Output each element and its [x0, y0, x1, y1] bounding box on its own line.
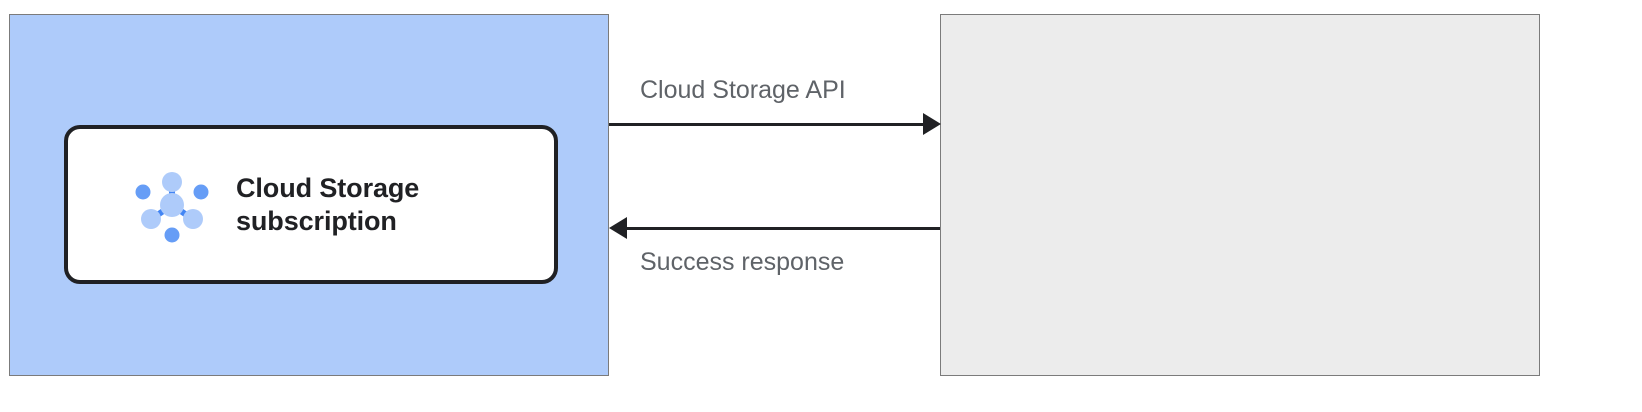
response-connector-line [618, 227, 940, 230]
subscription-panel: Cloud Storage subscription [9, 14, 609, 376]
bucket-panel: Cloud Storage bucket [940, 14, 1540, 376]
request-connector-line [609, 123, 931, 126]
cloud-storage-subscription-card[interactable]: Cloud Storage subscription [64, 125, 558, 284]
response-arrow-head-icon [609, 217, 627, 239]
pubsub-subscription-icon [134, 167, 210, 243]
request-arrow-head-icon [923, 113, 941, 135]
response-connector-label: Success response [640, 248, 845, 276]
subscription-card-label: Cloud Storage subscription [236, 172, 420, 236]
request-connector-label: Cloud Storage API [640, 76, 846, 104]
